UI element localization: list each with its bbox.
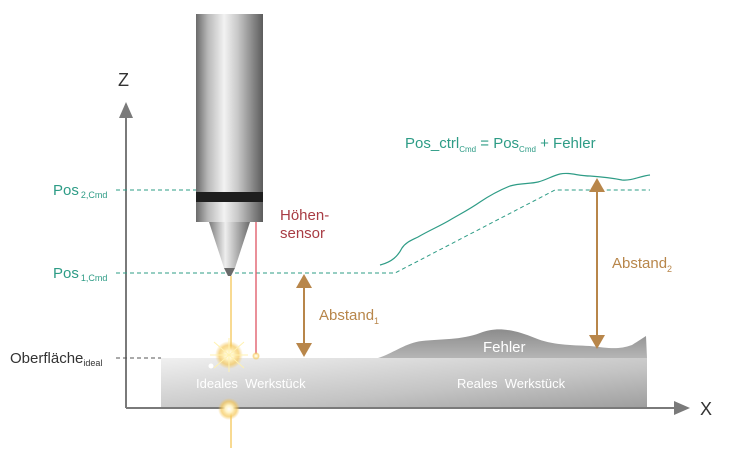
height-sensor-label-line2: sensor <box>280 225 325 242</box>
distance2-label: Abstand2 <box>612 255 672 274</box>
spark-rays <box>210 338 248 372</box>
error-label: Fehler <box>483 339 526 356</box>
axes: Z X <box>118 70 712 419</box>
pos-ctrl-path <box>379 172 651 266</box>
nozzle-tip <box>209 222 250 268</box>
distance1-label: Abstand1 <box>319 307 379 326</box>
z-axis-label: Z <box>118 70 129 90</box>
surface-error-bump <box>378 329 647 358</box>
nozzle-ring <box>196 192 263 202</box>
ideal-workpiece-label: Ideales Werkstück <box>196 376 306 391</box>
x-axis-label: X <box>700 399 712 419</box>
nozzle-body <box>196 14 263 192</box>
workpiece <box>161 329 647 408</box>
z-axis-arrow <box>119 102 133 118</box>
spark-dot <box>208 363 214 369</box>
distance1-arrow <box>296 274 312 357</box>
surface-ideal-label: Oberflächeideal <box>10 350 102 368</box>
x-axis-arrow <box>674 401 690 415</box>
nozzle-orifice <box>224 268 235 276</box>
spark-bottom <box>218 398 240 420</box>
control-formula: Pos_ctrlCmd = PosCmd + Fehler <box>405 135 596 154</box>
distance2-arrow <box>589 178 605 349</box>
height-sensor-label-line1: Höhen- <box>280 207 329 224</box>
real-workpiece-label: Reales Werkstück <box>457 376 566 391</box>
nozzle <box>196 14 263 276</box>
height-sensor-spot <box>252 352 260 360</box>
nozzle-collar <box>196 202 263 222</box>
